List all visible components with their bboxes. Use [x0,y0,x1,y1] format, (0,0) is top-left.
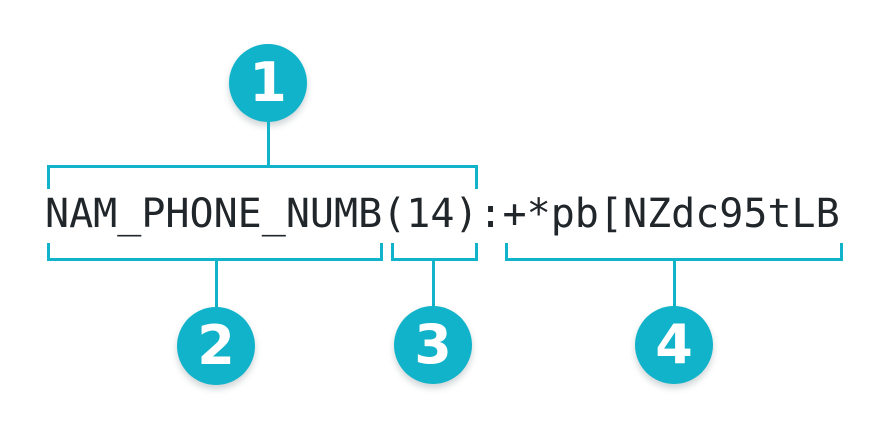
callout-4-number: 4 [655,312,693,376]
callout-1-connector-line [267,119,270,166]
callout-2-connector-line [215,261,218,309]
callout-4-badge: 4 [635,306,713,384]
callout-3-connector-line [432,261,435,308]
callout-1-bracket [47,165,478,189]
callout-2-badge: 2 [177,307,255,385]
callout-3-bracket [391,243,478,261]
callout-4-bracket [505,243,843,261]
callout-3-number: 3 [414,312,452,376]
callout-1-number: 1 [249,50,287,114]
code-string: NAM_PHONE_NUMB(14):+*pb[NZdc95tLB [45,191,840,237]
callout-2-bracket [47,243,383,261]
callout-4-connector-line [673,261,676,308]
callout-1-badge: 1 [229,44,307,122]
callout-3-badge: 3 [394,306,472,384]
callout-2-number: 2 [197,313,235,377]
